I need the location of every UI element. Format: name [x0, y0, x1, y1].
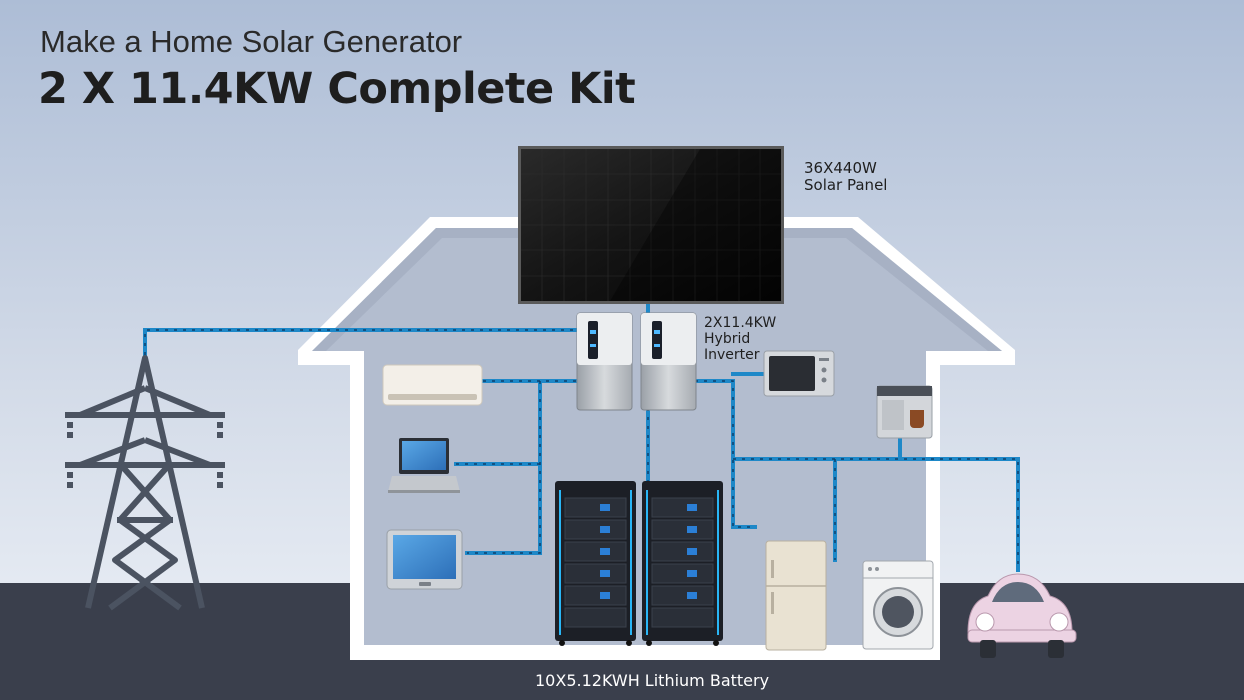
- page-title: 2 X 11.4KW Complete Kit: [38, 64, 636, 114]
- solar-panel-label-line-1: 36X440W: [804, 159, 877, 177]
- inverter-label-line-3: Inverter: [704, 347, 760, 363]
- microwave: [763, 350, 835, 397]
- refrigerator: [765, 540, 827, 651]
- house-interior: [312, 228, 1002, 645]
- inverter-label-line-1: 2X11.4KW: [704, 315, 777, 331]
- wire-right-bus: [731, 457, 1020, 572]
- hybrid-inverter-1: [576, 312, 633, 411]
- tower-insulators: [67, 422, 223, 488]
- solar-panel-label-line-2: Solar Panel: [804, 176, 888, 194]
- monitor: [386, 529, 463, 590]
- solar-panel-label: 36X440W Solar Panel: [804, 160, 887, 194]
- air-conditioner: [382, 364, 483, 406]
- laptop: [388, 438, 460, 493]
- transmission-tower: [65, 355, 225, 611]
- battery-rack-1: [555, 481, 636, 646]
- electric-car: [967, 573, 1077, 658]
- solar-panel: [518, 146, 784, 304]
- coffee-maker: [876, 385, 933, 439]
- battery-rack-2: [642, 481, 723, 646]
- inverter-label-line-2: Hybrid: [704, 331, 751, 347]
- subtitle: Make a Home Solar Generator: [40, 24, 463, 59]
- hybrid-inverter-2: [640, 312, 697, 411]
- washing-machine: [862, 560, 934, 650]
- wire-grid: [143, 328, 602, 357]
- inverter-label: 2X11.4KW Hybrid Inverter: [704, 315, 776, 363]
- battery-label: 10X5.12KWH Lithium Battery: [535, 671, 770, 690]
